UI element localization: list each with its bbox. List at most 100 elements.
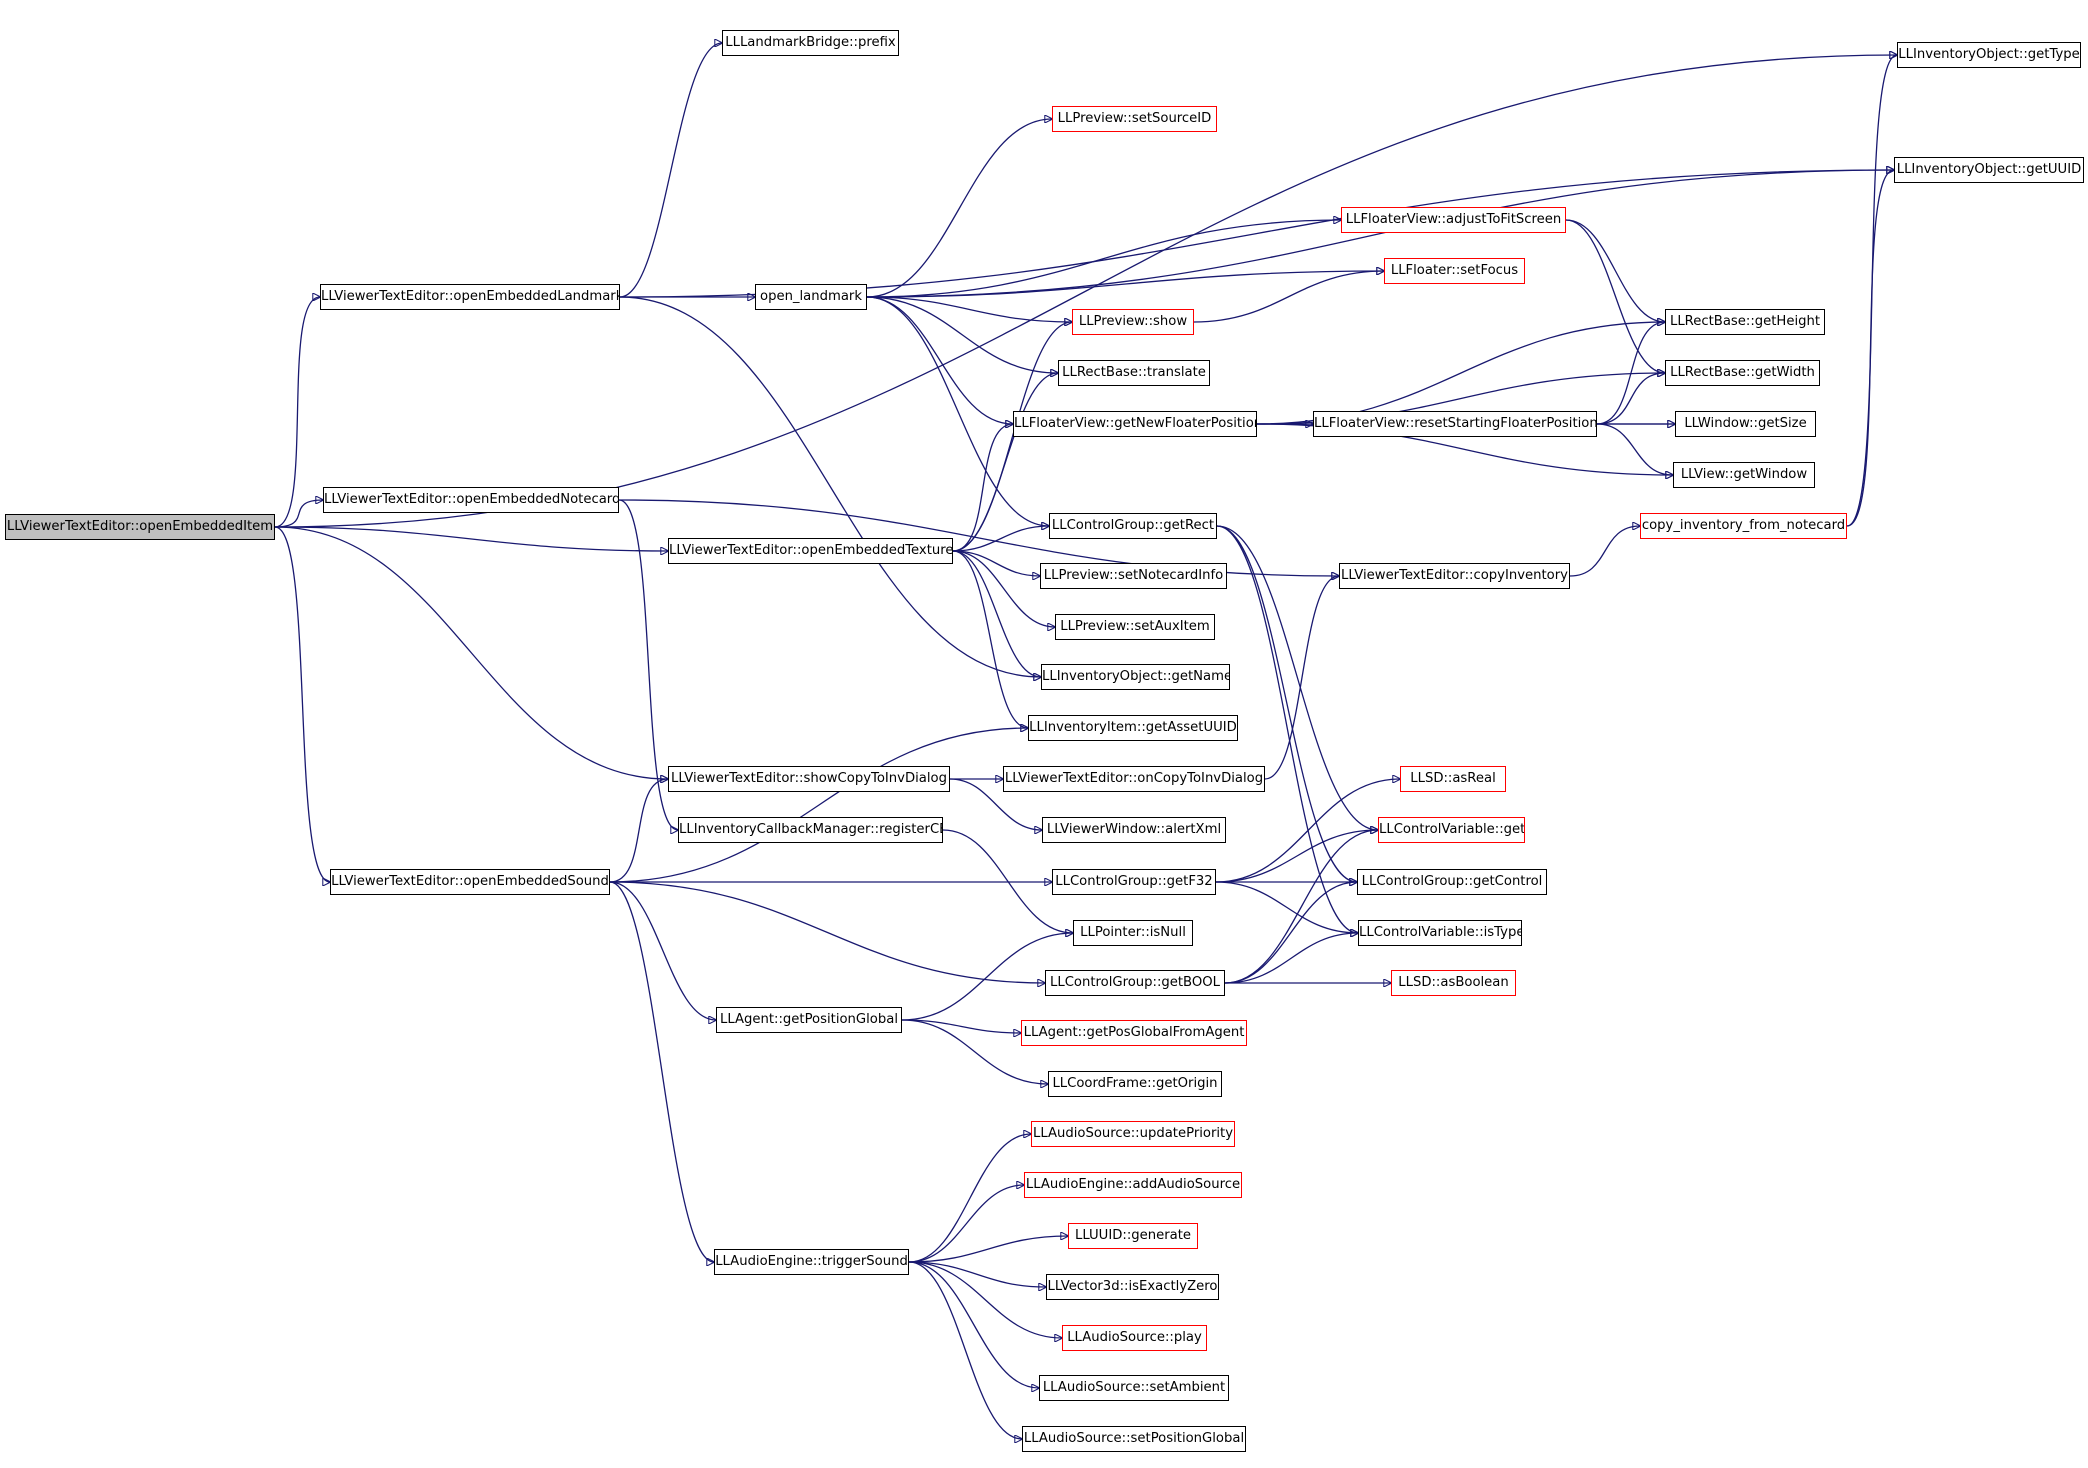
node-llinventorycallbackmanager-registercb[interactable]: LLInventoryCallbackManager::registerCB: [678, 817, 943, 843]
node-llaudioengine-addaudiosource[interactable]: LLAudioEngine::addAudioSource: [1024, 1172, 1242, 1198]
node-llviewertexteditor-oncopytoinvdialog[interactable]: LLViewerTextEditor::onCopyToInvDialog: [1003, 766, 1265, 792]
node-llsd-asboolean[interactable]: LLSD::asBoolean: [1391, 970, 1516, 996]
edge-n_aggp-to-n_cfgo: [901, 1019, 1048, 1084]
node-llvector3d-isexactlyzero[interactable]: LLVector3d::isExactlyZero: [1046, 1274, 1219, 1300]
node-llviewertexteditor-showcopytoinvdialog[interactable]: LLViewerTextEditor::showCopyToInvDialog: [668, 766, 950, 792]
edge-n_oes-to-n_cggb: [609, 881, 1045, 983]
node-llaudiosource-play[interactable]: LLAudioSource::play: [1062, 1325, 1207, 1351]
edge-n_oes-to-n_aggp: [609, 881, 716, 1020]
node-llpreview-show[interactable]: LLPreview::show: [1072, 309, 1194, 335]
node-llpreview-setauxitem[interactable]: LLPreview::setAuxItem: [1055, 614, 1215, 640]
node-llpreview-setnotecardinfo[interactable]: LLPreview::setNotecardInfo: [1040, 563, 1227, 589]
node-llviewertexteditor-openembeddednotecard[interactable]: LLViewerTextEditor::openEmbeddedNotecard: [323, 487, 619, 513]
edge-n_root-to-n_oes: [274, 526, 330, 882]
node-lllandmarkbridge-prefix[interactable]: LLLandmarkBridge::prefix: [722, 30, 899, 56]
edge-n_fvgnfp-to-n_rbgh: [1256, 322, 1665, 425]
node-llrectbase-translate[interactable]: LLRectBase::translate: [1058, 360, 1210, 386]
edge-n_icmr-to-n_pin: [942, 829, 1073, 933]
edge-n_aets-to-n_asup: [908, 1134, 1031, 1263]
node-llcoordframe-getorigin[interactable]: LLCoordFrame::getOrigin: [1048, 1071, 1222, 1097]
edge-n_oet-to-n_psni: [952, 550, 1040, 576]
edge-n_ol-to-n_fsf: [866, 271, 1384, 298]
edge-n_oes-to-n_aets: [609, 881, 714, 1262]
edge-n_scid-to-n_vwax: [949, 778, 1042, 830]
edge-n_oet-to-n_iogn: [952, 550, 1041, 677]
edge-n_fvatfs-to-n_rbgh: [1565, 219, 1665, 322]
edge-n_fvrsfp-to-n_rbgh: [1596, 322, 1665, 425]
edge-n_ol-to-n_fvatfs: [866, 220, 1341, 298]
edge-n_oes-to-n_iigau: [609, 728, 1028, 883]
edge-n_cifn-to-n_iogu: [1846, 170, 1894, 527]
edge-n_ol-to-n_iogu: [866, 170, 1894, 298]
edge-n_oel-to-n_iogn: [619, 296, 1041, 677]
edge-n_oet-to-n_cggr: [952, 526, 1049, 552]
node-open-landmark[interactable]: open_landmark: [755, 284, 867, 310]
node-llrectbase-getwidth[interactable]: LLRectBase::getWidth: [1665, 360, 1820, 386]
edge-n_cggr-to-n_cvget: [1216, 525, 1378, 830]
node-llviewerwindow-alertxml[interactable]: LLViewerWindow::alertXml: [1042, 817, 1226, 843]
edge-n_vteci-to-n_cifn: [1569, 526, 1640, 577]
node-llcontrolgroup-getcontrol[interactable]: LLControlGroup::getControl: [1357, 869, 1547, 895]
edge-n_cggf-to-n_sdar: [1215, 779, 1400, 883]
edge-n_cggb-to-n_cvget: [1224, 830, 1378, 984]
edge-n_oet-to-n_fvgnfp: [952, 424, 1013, 552]
edge-n_aets-to-n_asspg: [908, 1261, 1022, 1439]
edge-n_oel-to-n_iogu: [619, 170, 1894, 298]
node-llpointer-isnull[interactable]: LLPointer::isNull: [1073, 920, 1193, 946]
node-llcontrolgroup-getf32[interactable]: LLControlGroup::getF32: [1052, 869, 1216, 895]
node-llviewertexteditor-openembeddedtexture[interactable]: LLViewerTextEditor::openEmbeddedTexture: [668, 538, 953, 564]
node-llfloater-setfocus[interactable]: LLFloater::setFocus: [1384, 258, 1525, 284]
edge-n_oet-to-n_iigau: [952, 550, 1028, 728]
edge-n_fvrsfp-to-n_vgw: [1596, 423, 1673, 475]
node-llsd-asreal[interactable]: LLSD::asReal: [1400, 766, 1506, 792]
edge-n_cggr-to-n_cggc: [1216, 525, 1357, 882]
edge-n_root-to-n_oet: [274, 526, 668, 551]
edge-n_aets-to-n_asplay: [908, 1261, 1062, 1338]
node-llfloaterview-adjusttofitscreen[interactable]: LLFloaterView::adjustToFitScreen: [1341, 207, 1566, 233]
node-llinventoryobject-gettype[interactable]: LLInventoryObject::getType: [1897, 42, 2081, 68]
node-llview-getwindow[interactable]: LLView::getWindow: [1673, 462, 1815, 488]
edge-n_ol-to-n_fvgnfp: [866, 296, 1013, 424]
node-llaudioengine-triggersound[interactable]: LLAudioEngine::triggerSound: [714, 1249, 909, 1275]
node-llagent-getpositionglobal[interactable]: LLAgent::getPositionGlobal: [716, 1007, 902, 1033]
edge-n_ol-to-n_pssi: [866, 119, 1052, 298]
node-llaudiosource-setpositionglobal[interactable]: LLAudioSource::setPositionGlobal: [1022, 1426, 1246, 1452]
edge-n_fvatfs-to-n_rbgw: [1565, 219, 1665, 373]
node-llviewertexteditor-openembeddedsound[interactable]: LLViewerTextEditor::openEmbeddedSound: [330, 869, 610, 895]
edge-n_pshow-to-n_fsf: [1193, 271, 1384, 323]
node-llinventoryitem-getassetuuid[interactable]: LLInventoryItem::getAssetUUID: [1028, 715, 1238, 741]
edge-n_vtecd-to-n_vteci: [1264, 576, 1339, 780]
node-llaudiosource-updatepriority[interactable]: LLAudioSource::updatePriority: [1031, 1121, 1235, 1147]
edge-n_ol-to-n_pshow: [866, 296, 1072, 322]
edge-n_aggp-to-n_pin: [901, 933, 1073, 1021]
edge-n_cggf-to-n_cvit: [1215, 881, 1358, 933]
node-llcontrolvariable-get[interactable]: LLControlVariable::get: [1378, 817, 1525, 843]
node-lluuid-generate[interactable]: LLUUID::generate: [1068, 1223, 1198, 1249]
edge-n_aets-to-n_assa: [908, 1261, 1039, 1388]
edge-n_ol-to-n_cggr: [866, 296, 1049, 526]
edge-n_aets-to-n_aeaas: [908, 1185, 1024, 1263]
node-copy-inventory-from-notecard[interactable]: copy_inventory_from_notecard: [1640, 513, 1847, 539]
node-llcontrolvariable-istype[interactable]: LLControlVariable::isType: [1358, 920, 1522, 946]
node-llrectbase-getheight[interactable]: LLRectBase::getHeight: [1665, 309, 1825, 335]
node-llinventoryobject-getuuid[interactable]: LLInventoryObject::getUUID: [1894, 157, 2084, 183]
edge-n_fvrsfp-to-n_rbgw: [1596, 373, 1665, 425]
node-llviewertexteditor-openembeddedlandmark[interactable]: LLViewerTextEditor::openEmbeddedLandmark: [320, 284, 620, 310]
node-llcontrolgroup-getbool[interactable]: LLControlGroup::getBOOL: [1045, 970, 1225, 996]
node-llfloaterview-getnewfloaterposition[interactable]: LLFloaterView::getNewFloaterPosition: [1013, 411, 1257, 437]
node-llagent-getposglobalfromagent[interactable]: LLAgent::getPosGlobalFromAgent: [1021, 1020, 1247, 1046]
node-llviewertexteditor-openembeddeditem: LLViewerTextEditor::openEmbeddedItem: [5, 514, 275, 540]
edge-n_aets-to-n_uuidg: [908, 1236, 1068, 1263]
node-llaudiosource-setambient[interactable]: LLAudioSource::setAmbient: [1039, 1375, 1229, 1401]
node-llviewertexteditor-copyinventory[interactable]: LLViewerTextEditor::copyInventory: [1339, 563, 1570, 589]
edge-n_cggb-to-n_cvit: [1224, 933, 1358, 984]
edge-n_aets-to-n_v3iez: [908, 1261, 1046, 1287]
edge-n_cggr-to-n_cvit: [1216, 525, 1358, 933]
node-llwindow-getsize[interactable]: LLWindow::getSize: [1675, 411, 1816, 437]
node-llpreview-setsourceid[interactable]: LLPreview::setSourceID: [1052, 106, 1217, 132]
node-llinventoryobject-getname[interactable]: LLInventoryObject::getName: [1041, 664, 1230, 690]
node-llcontrolgroup-getrect[interactable]: LLControlGroup::getRect: [1049, 513, 1217, 539]
node-llfloaterview-resetstartingfloaterposition[interactable]: LLFloaterView::resetStartingFloaterPosit…: [1313, 411, 1597, 437]
edge-n_ol-to-n_rbt: [866, 296, 1058, 373]
